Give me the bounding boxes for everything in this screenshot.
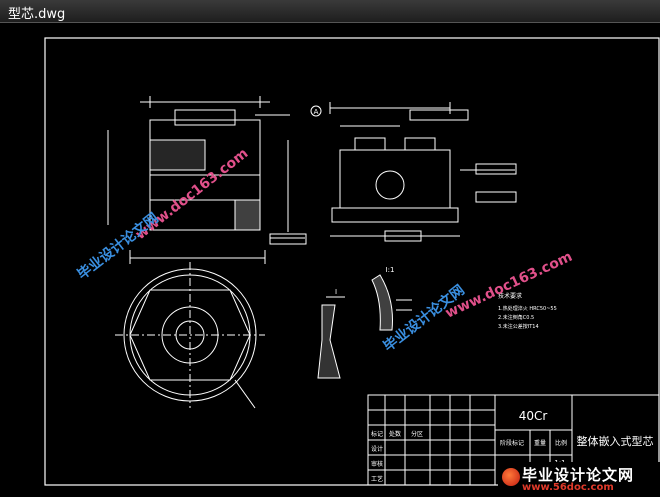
detail-scale-label: I:1 xyxy=(386,266,395,274)
title-block-cell: 标记 xyxy=(371,430,383,438)
logo-site-name: 毕业设计论文网 xyxy=(522,466,635,484)
part-name-label: 整体嵌入式型芯 xyxy=(577,434,654,448)
title-block-cell: 阶段标记 xyxy=(500,439,524,447)
cad-drawing: 40Cr 整体嵌入式型芯 1:1 标记 处数 分区 设计 审核 工艺 阶段标记 … xyxy=(44,37,660,486)
title-block-cell: 工艺 xyxy=(371,475,383,483)
logo-icon xyxy=(502,468,520,486)
note-line: 1.热处理淬火 HRC50~55 xyxy=(498,305,557,312)
note-line: 3.未注公差按IT14 xyxy=(498,323,539,330)
note-line: 2.未注倒角C0.5 xyxy=(498,314,534,321)
title-block-cell: 重量 xyxy=(534,439,546,447)
top-view xyxy=(115,262,265,409)
title-block-cell: 比例 xyxy=(555,439,567,447)
section-i-view xyxy=(317,296,345,379)
front-section-view xyxy=(107,96,307,264)
title-block-cell: 审核 xyxy=(371,460,383,468)
window-title: 型芯.dwg xyxy=(8,7,66,22)
material-label: 40Cr xyxy=(519,409,548,423)
window-titlebar: 型芯.dwg xyxy=(0,0,660,23)
title-block-cell: 分区 xyxy=(411,430,423,438)
drawing-canvas[interactable]: 40Cr 整体嵌入式型芯 1:1 标记 处数 分区 设计 审核 工艺 阶段标记 … xyxy=(0,23,660,497)
section-i-label: I xyxy=(335,288,337,296)
drawing-frame xyxy=(44,37,660,486)
watermark-cn: 毕业设计论文网 xyxy=(74,209,162,283)
title-block-cell: 设计 xyxy=(371,445,383,453)
side-view xyxy=(310,102,517,242)
logo-url: www.56doc.com xyxy=(522,482,614,493)
notes-title: 技术要求 xyxy=(498,292,522,300)
detail-view xyxy=(371,274,412,331)
section-label: A xyxy=(314,108,319,116)
title-block-cell: 处数 xyxy=(389,430,401,438)
site-logo[interactable]: 毕业设计论文网 www.56doc.com xyxy=(498,462,660,497)
